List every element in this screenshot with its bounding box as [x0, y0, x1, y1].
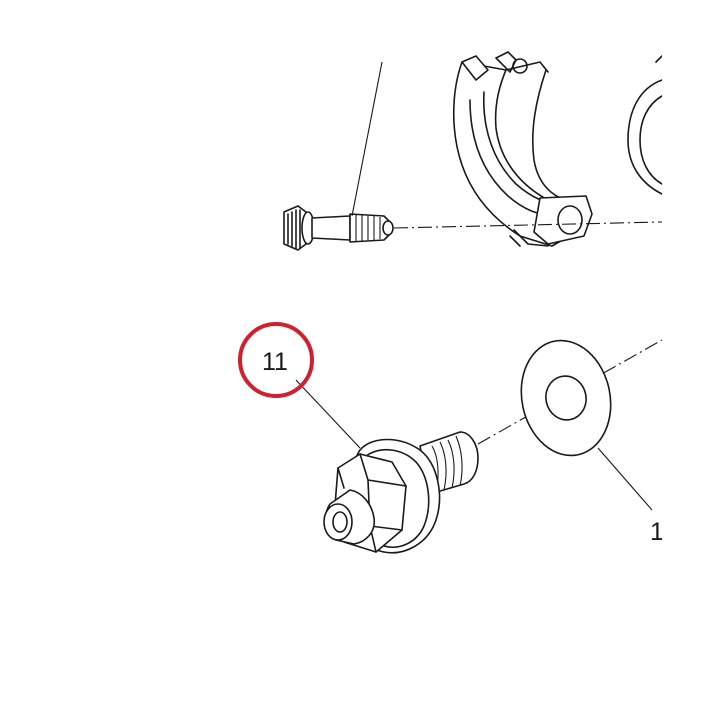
callout-1-label[interactable]: 1	[650, 518, 664, 546]
callout-11-highlight-ring	[238, 322, 314, 398]
fitting-bolt-11	[323, 431, 479, 554]
clamp-bracket	[452, 51, 593, 247]
top-centerline	[393, 221, 663, 229]
top-bolt	[283, 205, 394, 251]
callout-11-leader	[295, 379, 361, 449]
right-ring-partial	[627, 55, 663, 195]
callout-11[interactable]: 11	[238, 322, 314, 398]
callout-1-leader	[597, 447, 653, 511]
callout-11-label: 11	[262, 348, 288, 376]
right-crop-mask	[662, 0, 720, 720]
washer	[520, 339, 612, 457]
top-leader-line	[351, 61, 383, 217]
